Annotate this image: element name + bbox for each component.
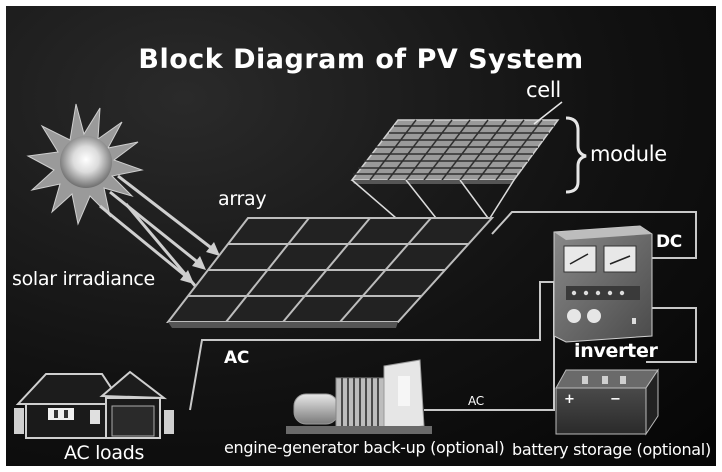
inverter-icon xyxy=(554,226,652,342)
module-label: module xyxy=(590,142,667,166)
page-title: Block Diagram of PV System xyxy=(6,44,716,75)
ac-label-top: AC xyxy=(224,348,249,368)
sun-icon xyxy=(28,104,142,224)
inverter-label: inverter xyxy=(574,340,658,362)
engine-generator-label: engine-generator back-up (optional) xyxy=(224,438,504,457)
ac-label-mid: AC xyxy=(468,394,484,408)
dc-label: DC xyxy=(656,232,682,252)
diagram-frame: Block Diagram of PV System cell module a… xyxy=(6,6,716,466)
solar-array xyxy=(168,218,492,328)
ac-loads-label: AC loads xyxy=(64,442,144,464)
array-label: array xyxy=(218,188,266,210)
battery-plus-label: + xyxy=(564,392,575,407)
battery-storage-label: battery storage (optional) xyxy=(512,440,711,459)
module-brace xyxy=(566,118,586,192)
generator-icon xyxy=(286,360,432,434)
battery-minus-label: − xyxy=(610,392,621,407)
solar-module xyxy=(352,120,558,184)
solar-irradiance-label: solar irradiance xyxy=(12,268,155,290)
house-icon xyxy=(14,372,174,438)
cell-label: cell xyxy=(526,78,561,102)
module-to-array-lines xyxy=(352,180,514,218)
